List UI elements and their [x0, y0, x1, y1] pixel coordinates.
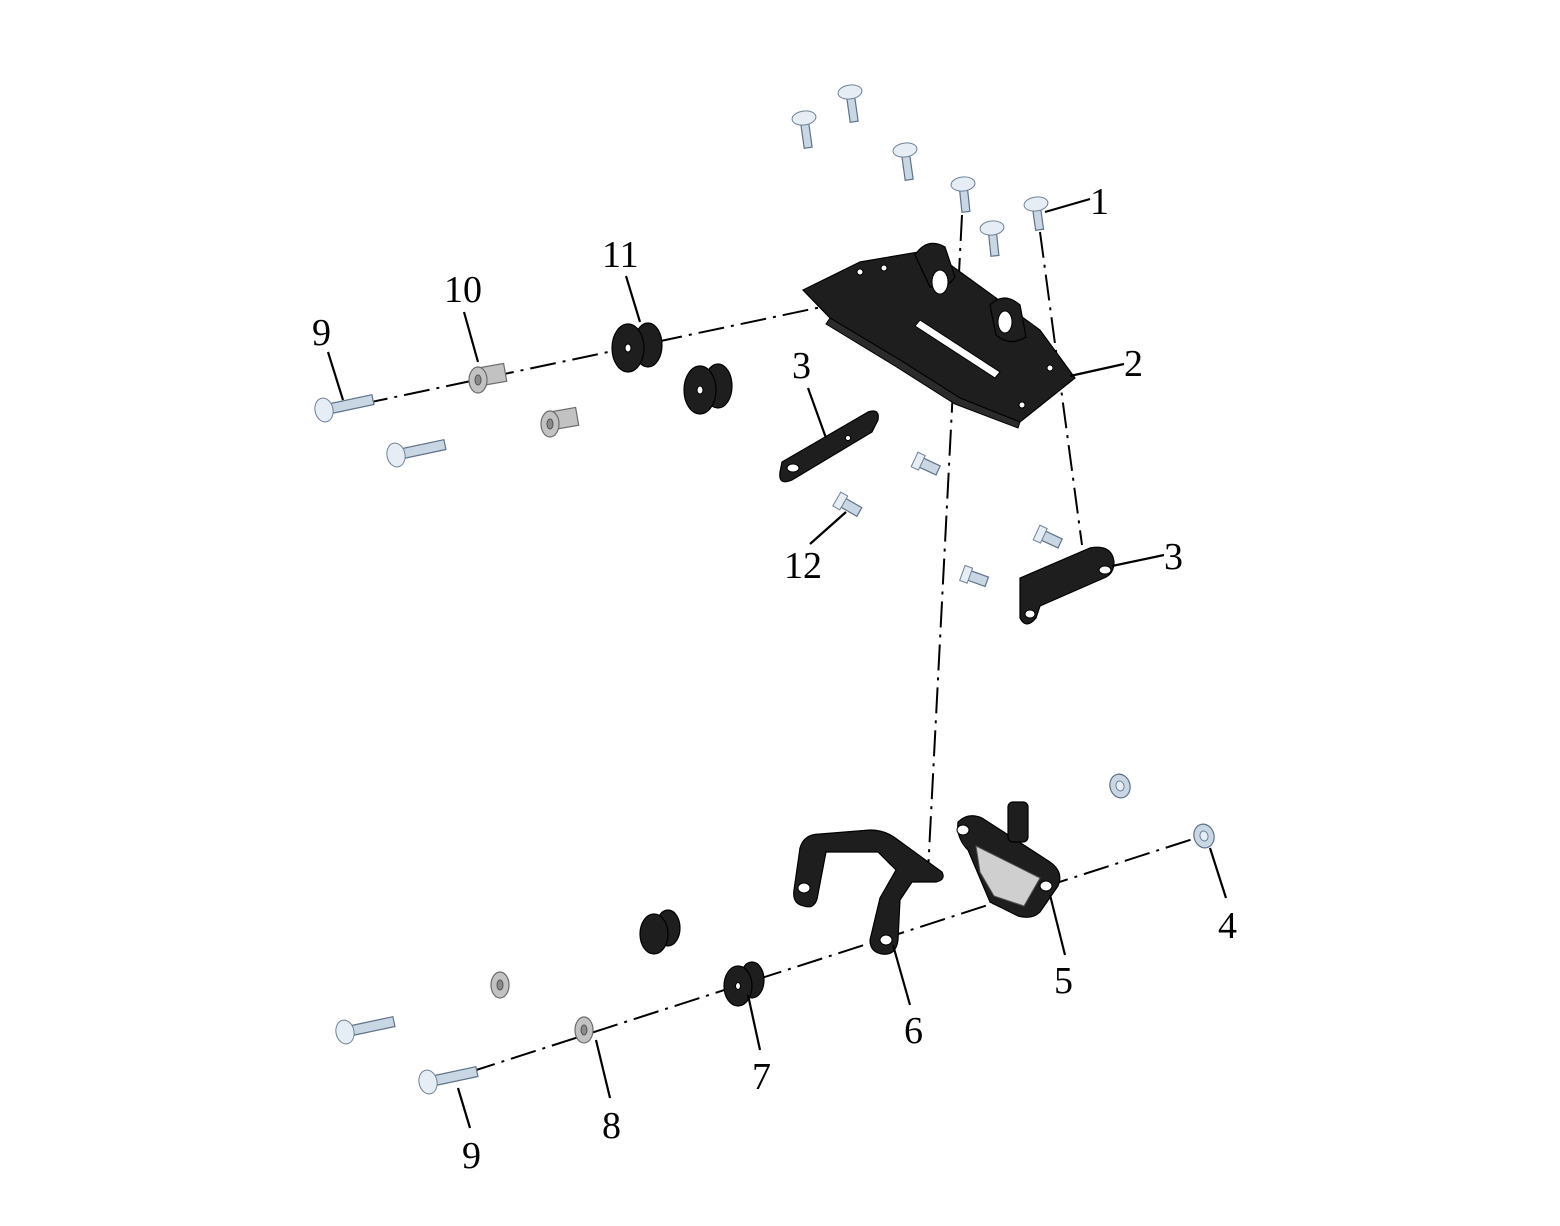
screw-icon: [837, 84, 863, 123]
nut-icon: [1109, 773, 1131, 799]
nut-group: [1109, 773, 1215, 849]
callout-10: 10: [444, 269, 482, 311]
mounting-plate-upper: [779, 410, 879, 483]
callout-12: 12: [784, 545, 822, 587]
screw-group-top: [791, 84, 1049, 257]
callout-8: 8: [602, 1105, 621, 1147]
leader-3b: [1111, 553, 1165, 568]
grommet-group-upper: [611, 322, 733, 415]
callout-9b: 9: [462, 1135, 481, 1177]
leader-12: [809, 511, 847, 545]
screw-icon: [892, 142, 918, 181]
bolt-icon: [910, 451, 942, 476]
bolt-icon: [1032, 524, 1064, 549]
axis-right-vertical: [1039, 231, 1083, 546]
leader-3a: [806, 387, 828, 439]
bolt-group-lower: [335, 1016, 479, 1095]
screw-icon: [979, 220, 1005, 257]
screw-icon: [1023, 196, 1049, 231]
callout-6: 6: [904, 1010, 923, 1052]
leader-8: [594, 1039, 612, 1099]
leader-1: [1044, 197, 1091, 214]
flange-bolt-icon: [418, 1066, 479, 1095]
leader-2: [1069, 362, 1125, 378]
sleeve-group-lower: [490, 971, 594, 1044]
callout-11: 11: [602, 234, 639, 276]
mounting-plate-right: [1019, 546, 1115, 625]
main-bracket: [801, 242, 1076, 429]
axis-lower: [469, 837, 1197, 1073]
assembly-axes: [361, 214, 1197, 1073]
leader-7: [746, 994, 762, 1051]
callout-5: 5: [1054, 960, 1073, 1002]
leader-9b: [456, 1087, 472, 1129]
bolt-icon: [832, 491, 863, 518]
leader-4: [1208, 847, 1228, 899]
screw-icon: [950, 176, 976, 213]
leader-10: [462, 311, 480, 363]
callout-7: 7: [752, 1056, 771, 1098]
flange-bolt-icon: [386, 439, 447, 468]
leader-11: [624, 275, 642, 323]
callout-labels: 1 2 3 3 4 5 6 7 8 9 9 10 11 12: [312, 181, 1237, 1177]
leader-9a: [326, 351, 345, 401]
screw-icon: [791, 110, 817, 149]
sleeve-group-upper: [468, 362, 580, 438]
leader-5: [1048, 894, 1067, 956]
callout-1: 1: [1090, 181, 1109, 223]
callout-4: 4: [1218, 905, 1237, 947]
bolt-group-upper: [314, 394, 447, 468]
callout-3b: 3: [1164, 536, 1183, 578]
leader-6: [891, 944, 912, 1006]
flange-bolt-icon: [314, 394, 375, 423]
nut-icon: [1193, 823, 1215, 849]
callout-9a: 9: [312, 312, 331, 354]
lower-bracket: [793, 829, 944, 955]
callout-2: 2: [1124, 343, 1143, 385]
sensor-module: [956, 801, 1061, 918]
callout-3a: 3: [792, 345, 811, 387]
leader-lines: [326, 197, 1228, 1129]
grommet-group-lower: [639, 909, 765, 1007]
bolt-icon: [958, 564, 990, 588]
flange-bolt-icon: [335, 1016, 396, 1045]
small-bolt-group: [832, 451, 1064, 588]
